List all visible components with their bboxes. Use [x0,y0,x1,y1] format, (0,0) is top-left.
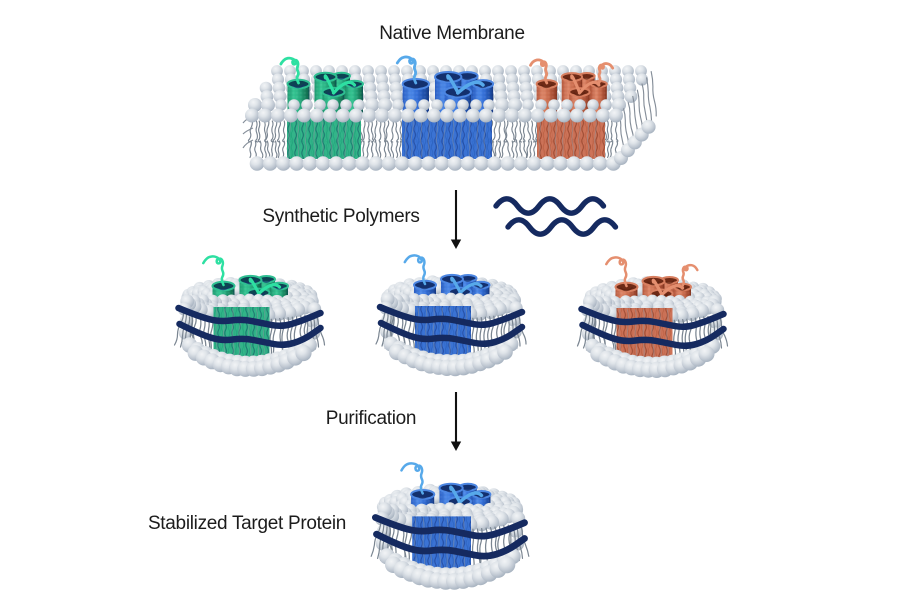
svg-text:Stabilized Target Protein: Stabilized Target Protein [148,513,346,534]
svg-text:Synthetic Polymers: Synthetic Polymers [262,206,419,227]
svg-text:Native Membrane: Native Membrane [379,23,524,44]
svg-text:Purification: Purification [326,408,416,429]
